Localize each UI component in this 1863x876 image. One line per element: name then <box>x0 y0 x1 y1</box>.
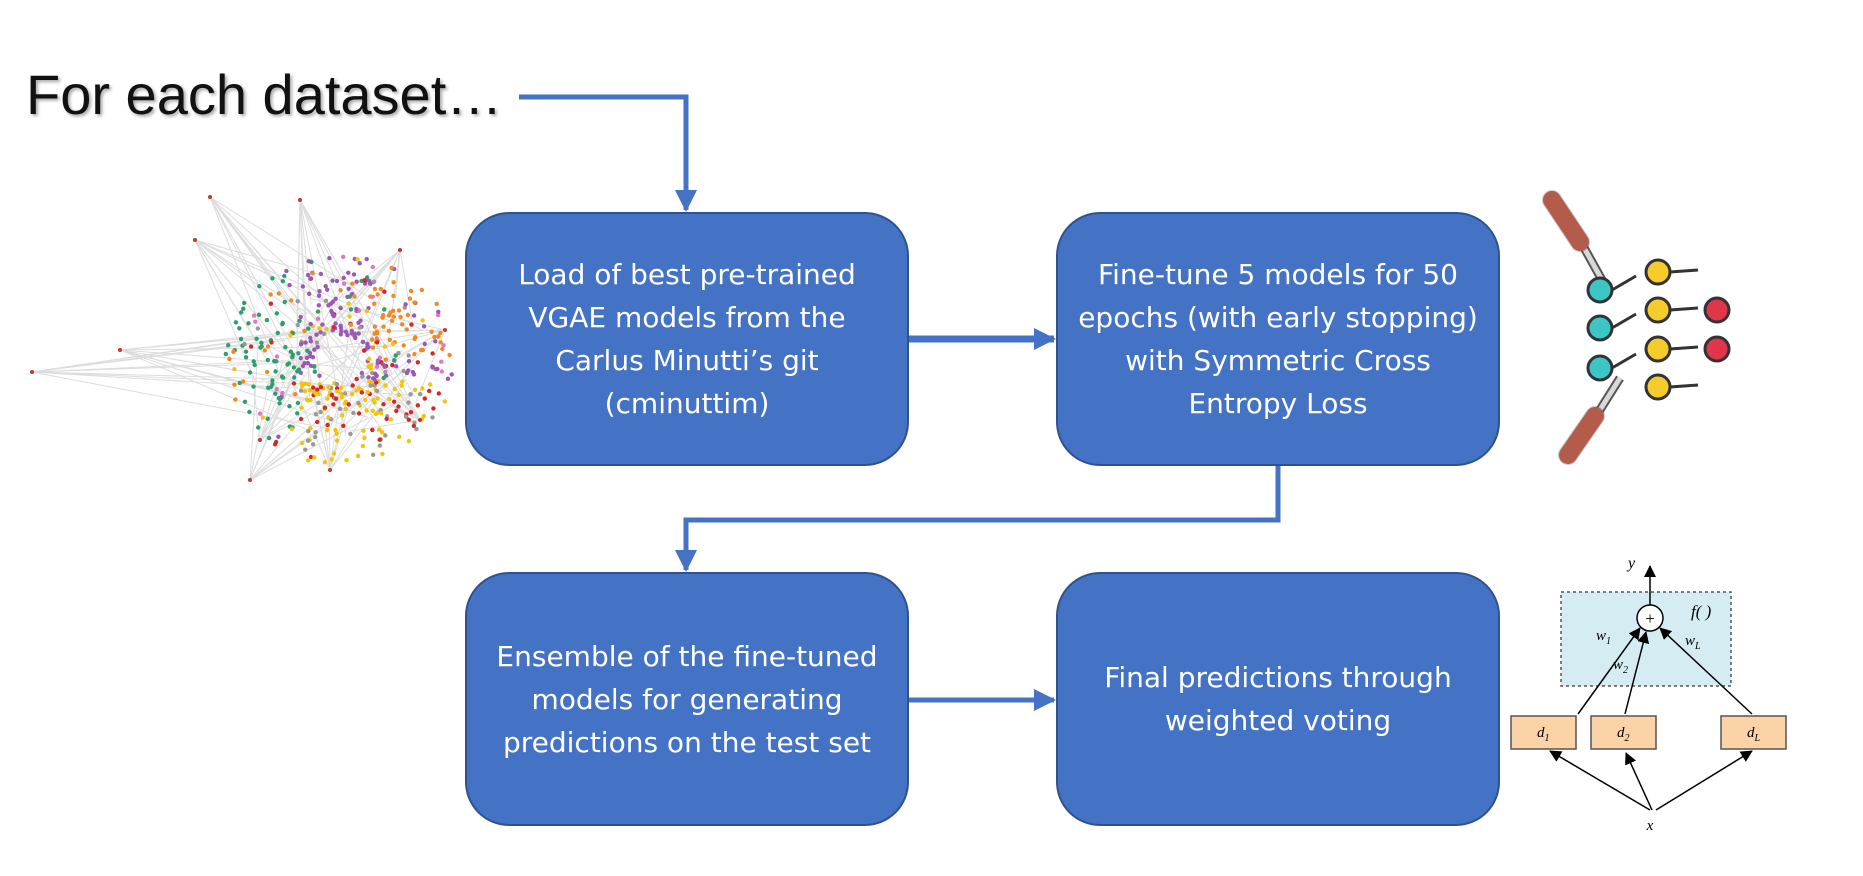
combiner-symbol: + <box>1645 609 1655 628</box>
nn-output-node <box>1703 335 1731 363</box>
learner-box-L <box>1720 715 1787 750</box>
arrow-title-to-load <box>519 94 697 212</box>
nn-input-node <box>1586 314 1614 342</box>
step-ensemble: Ensemble of the fine-tuned models for ge… <box>465 572 909 826</box>
arrow-finetune-to-ensemble <box>675 466 1281 572</box>
step-load-models: Load of best pre-trained VGAE models fro… <box>465 212 909 466</box>
screwdriver-top-icon <box>1542 190 1606 283</box>
page-title: For each dataset… <box>26 63 503 126</box>
weight-label-2: w2 <box>1613 657 1628 676</box>
learner-label-2: d2 <box>1617 725 1630 744</box>
nn-hidden-node <box>1644 373 1672 401</box>
step-final-predictions: Final predictions through weighted votin… <box>1056 572 1500 826</box>
combiner-node <box>1636 604 1664 632</box>
function-label: f( ) <box>1691 602 1712 621</box>
nn-hidden-node <box>1644 296 1672 324</box>
step-load-models-label: Load of best pre-trained VGAE models fro… <box>518 258 856 420</box>
nn-hidden-node <box>1644 335 1672 363</box>
network-nodes <box>30 195 454 482</box>
nn-hidden-node <box>1644 258 1672 286</box>
nn-output-node <box>1703 296 1731 324</box>
step-final-predictions-label: Final predictions through weighted votin… <box>1104 661 1452 737</box>
weight-label-L: wL <box>1685 633 1701 652</box>
output-label: y <box>1626 555 1636 572</box>
learner-box-1 <box>1510 715 1577 750</box>
step-ensemble-label: Ensemble of the fine-tuned models for ge… <box>496 639 878 759</box>
step-finetune-models: Fine-tune 5 models for 50 epochs (with e… <box>1056 212 1500 466</box>
learner-label-L: dL <box>1747 725 1761 744</box>
learner-label-1: d1 <box>1537 725 1550 744</box>
nn-input-node <box>1586 276 1614 304</box>
screwdriver-bottom-icon <box>1558 375 1624 465</box>
step-finetune-models-label: Fine-tune 5 models for 50 epochs (with e… <box>1078 258 1478 420</box>
learner-box-2 <box>1590 715 1657 750</box>
weight-label-1: w1 <box>1596 628 1611 647</box>
nn-input-node <box>1586 354 1614 382</box>
input-label: x <box>1646 818 1654 834</box>
